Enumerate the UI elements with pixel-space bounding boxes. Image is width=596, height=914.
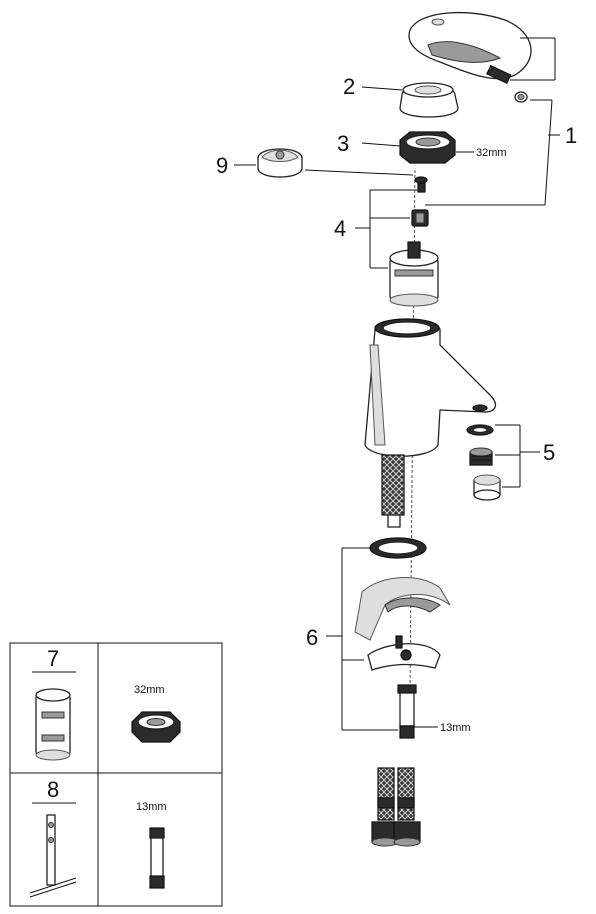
rosette-cap	[257, 148, 303, 178]
tools-legend-table	[9, 642, 223, 907]
legend-hex-nut	[131, 711, 181, 743]
callout-number-5: 5	[543, 440, 555, 465]
rosette-axis-line	[304, 169, 414, 176]
callout-number-2: 2	[343, 74, 355, 99]
cartridge	[389, 241, 439, 307]
threaded-rod	[397, 684, 417, 739]
mounting-gasket	[369, 537, 427, 559]
faucet-body	[364, 318, 497, 457]
leader-line-3	[361, 142, 401, 147]
callout-number-9: 9	[216, 153, 228, 178]
callout-bracket-1	[425, 37, 560, 206]
hex-nut	[399, 131, 456, 164]
legend-row7-number: 7	[47, 646, 59, 671]
legend-row7-size: 32mm	[134, 684, 165, 696]
legend-row8-size: 13mm	[136, 801, 167, 813]
spline-adapter	[411, 209, 429, 227]
aerator-washer	[466, 424, 494, 436]
cartridge-tool	[35, 688, 71, 761]
nut-size-label: 32mm	[476, 147, 507, 159]
aerator-housing	[473, 474, 501, 501]
mounting-bracket	[367, 635, 441, 671]
hose-nut-size-label: 13mm	[440, 722, 471, 734]
small-screw	[414, 176, 428, 193]
screw-cap	[514, 91, 528, 103]
mounting-plate	[354, 577, 451, 641]
callout-bracket-6	[326, 547, 398, 731]
callout-number-6: 6	[306, 625, 318, 650]
callout-number-3: 3	[337, 131, 349, 156]
supply-hose-upper	[381, 454, 405, 528]
callout-bracket-4	[355, 189, 418, 269]
leader-line-2	[361, 86, 403, 91]
lever-handle	[408, 12, 532, 80]
legend-row8-number: 8	[47, 777, 59, 802]
callout-number-1: 1	[565, 123, 577, 148]
callout-bracket-5	[495, 424, 540, 488]
t-wrench-tool	[29, 814, 77, 898]
dome-cover	[399, 82, 459, 118]
callout-number-4: 4	[334, 216, 346, 241]
set-screw	[486, 64, 512, 84]
aerator-insert	[469, 447, 493, 466]
supply-hoses-lower	[371, 767, 421, 847]
legend-hose-nut	[149, 827, 165, 889]
